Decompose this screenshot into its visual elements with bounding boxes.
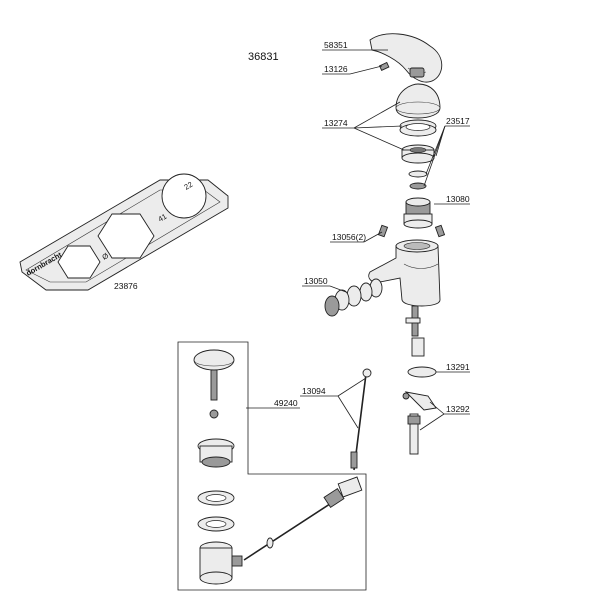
callout-13274: 13274 <box>324 118 348 128</box>
popup-plug <box>193 349 235 401</box>
hex-cutout-large <box>97 213 155 259</box>
tool-mark-diameter: Ø <box>101 251 111 262</box>
hex-cutout-small <box>57 245 101 279</box>
wrench-tool: 22 41 Ø dornbracht <box>19 173 229 291</box>
lift-rod <box>350 368 372 471</box>
waste-flange <box>197 438 235 468</box>
callout-58351: 58351 <box>324 40 348 50</box>
handle-insert <box>409 67 425 78</box>
callout-13292: 13292 <box>446 404 470 414</box>
callout-23517: 23517 <box>446 116 470 126</box>
callout-13291: 13291 <box>446 362 470 372</box>
callout-49240: 49240 <box>274 398 298 408</box>
callout-13126: 13126 <box>324 64 348 74</box>
seal-ring-2 <box>409 182 427 190</box>
seal-ring-1 <box>408 170 428 178</box>
tool-mark-22: 22 <box>183 180 195 192</box>
diagram-title: 36831 <box>248 51 279 63</box>
leader-lines <box>246 49 470 431</box>
pivot-rod <box>243 487 345 561</box>
lift-rod-assembly <box>402 305 437 455</box>
callout-13080: 13080 <box>446 194 470 204</box>
tool-part-number: 23876 <box>114 281 138 291</box>
tool-mark-41: 41 <box>157 212 169 224</box>
round-cutout <box>161 173 207 219</box>
clevis <box>337 476 363 498</box>
faucet-body <box>368 239 441 307</box>
callout-13050: 13050 <box>304 276 328 286</box>
waste-body <box>199 541 243 585</box>
waste-kit-frame <box>177 341 367 591</box>
threaded-ring <box>399 119 437 137</box>
cartridge-nut <box>401 144 435 164</box>
callout-13094: 13094 <box>302 386 326 396</box>
mounting-screws <box>377 224 446 238</box>
plug-washer <box>209 409 219 419</box>
handle-lever <box>369 33 443 83</box>
callout-13056: 13056(2) <box>332 232 366 242</box>
cartridge <box>403 197 433 229</box>
grub-screw <box>378 61 390 72</box>
cap-dome <box>395 83 441 119</box>
aerator-set <box>324 278 383 317</box>
